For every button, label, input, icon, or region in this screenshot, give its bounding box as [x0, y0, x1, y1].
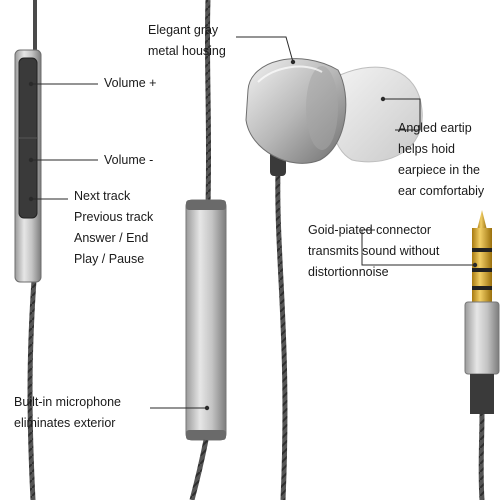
- housing-callout: Elegant gray metal housing: [148, 20, 226, 62]
- microphone-callout: Built-in microphone eliminates exterior: [14, 392, 121, 434]
- connector-line: Goid-piated connector: [308, 223, 431, 237]
- microphone-line: Built-in microphone: [14, 395, 121, 409]
- controls-line: Play / Pause: [74, 252, 145, 266]
- leader-dots: [28, 59, 478, 411]
- earbud: [245, 58, 423, 176]
- connector-line: transmits sound without: [308, 244, 440, 258]
- volume-down-label: Volume -: [104, 150, 153, 171]
- controls-line: Next track: [74, 189, 131, 203]
- audio-plug: [464, 210, 500, 500]
- controls-line: Previous track: [74, 210, 154, 224]
- inline-remote: [14, 49, 42, 283]
- eartip-line: ear comfortabiy: [398, 184, 485, 198]
- microphone-line: eliminates exterior: [14, 416, 116, 430]
- housing-callout-line: Elegant gray: [148, 23, 219, 37]
- eartip-line: earpiece in the: [398, 163, 481, 177]
- leader-lines: [31, 36, 475, 409]
- eartip-callout: Angled eartip helps hoid earpiece in the…: [398, 118, 484, 202]
- connector-line: distortionnoise: [308, 265, 389, 279]
- volume-down-text: Volume -: [104, 153, 154, 167]
- earbud-cable: [275, 169, 288, 500]
- volume-up-text: Volume +: [104, 76, 157, 90]
- eartip-line: helps hoid: [398, 142, 455, 156]
- microphone-module: [185, 0, 227, 500]
- volume-up-label: Volume +: [104, 73, 156, 94]
- housing-callout-line: metal housing: [148, 44, 226, 58]
- left-cable: [27, 0, 37, 500]
- eartip-line: Angled eartip: [398, 121, 472, 135]
- controls-callout: Next track Previous track Answer / End P…: [74, 186, 153, 270]
- controls-line: Answer / End: [74, 231, 149, 245]
- connector-callout: Goid-piated connector transmits sound wi…: [308, 220, 439, 283]
